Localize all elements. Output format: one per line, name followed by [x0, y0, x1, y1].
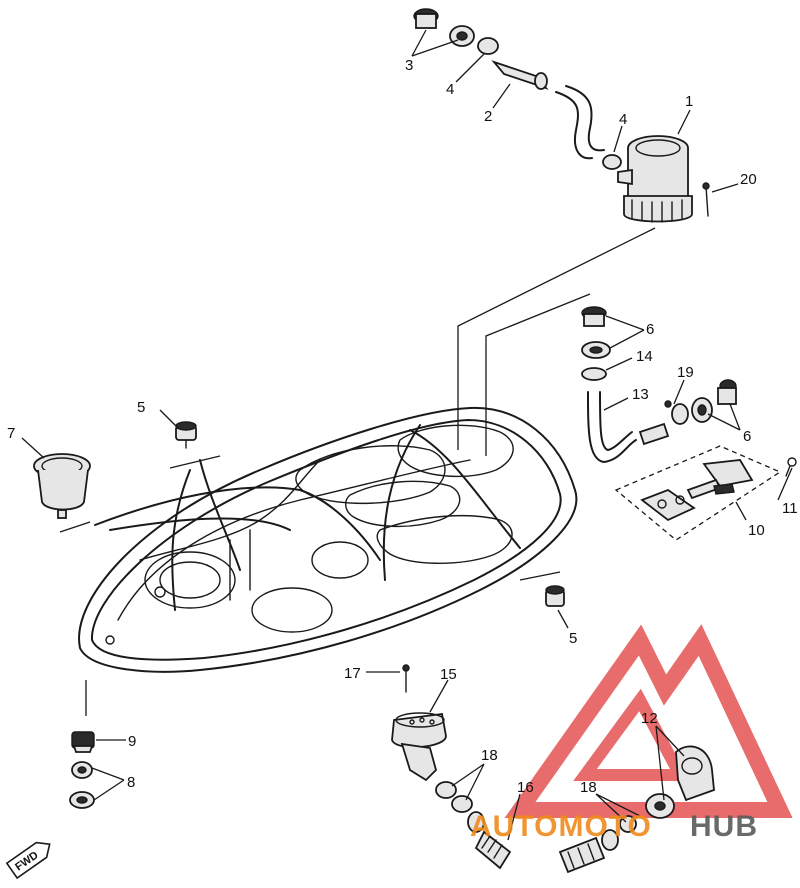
callout-9: 9 — [128, 733, 136, 750]
callout-10: 10 — [748, 522, 765, 539]
drain-plug-9 — [71, 731, 95, 753]
callout-15: 15 — [440, 666, 457, 683]
strainer-15 — [391, 712, 447, 782]
callout-19: 19 — [677, 364, 694, 381]
callout-3: 3 — [405, 57, 413, 74]
fitting-6-upper — [581, 306, 611, 359]
hull-mount-lines — [59, 455, 561, 716]
pump-leader-line — [457, 227, 656, 450]
callout-4a: 4 — [446, 81, 454, 98]
watermark-text: AUTOMOTO HUB — [470, 810, 758, 843]
cup-holder-7 — [33, 453, 91, 519]
pump-leader-line-2 — [485, 293, 591, 456]
callout-18b: 18 — [580, 779, 597, 796]
callout-16: 16 — [517, 779, 534, 796]
callout-6b: 6 — [743, 428, 751, 445]
valve-10 — [614, 445, 782, 541]
fitting-12 — [645, 745, 715, 819]
watermark-word-right: HUB — [690, 810, 758, 843]
boat-deck — [78, 406, 578, 673]
callout-7: 7 — [7, 425, 15, 442]
drain-housing-8 — [69, 761, 95, 809]
callout-18a: 18 — [481, 747, 498, 764]
callout-5b: 5 — [569, 630, 577, 647]
short-hose-2 — [491, 60, 549, 90]
callout-leaders — [21, 29, 793, 841]
callout-14: 14 — [636, 348, 653, 365]
bilge-pump — [617, 135, 693, 223]
clamp-14 — [581, 367, 607, 381]
screw-17 — [402, 664, 410, 693]
callout-6a: 6 — [646, 321, 654, 338]
callout-13: 13 — [632, 386, 649, 403]
callout-11: 11 — [782, 500, 798, 517]
callout-5a: 5 — [137, 399, 145, 416]
pump-hose — [555, 85, 605, 160]
watermark-word-left: AUTOMOTO — [470, 810, 652, 843]
callout-12: 12 — [641, 710, 658, 727]
hose-13 — [587, 391, 670, 463]
fitting-19 — [664, 400, 689, 425]
callout-17: 17 — [344, 665, 361, 682]
screw-11 — [785, 457, 797, 477]
callout-labels: 1 2 3 4 4 20 6 14 13 19 6 11 10 5 7 5 17… — [7, 57, 798, 796]
watermark-logo — [504, 624, 793, 818]
hose-clamp-upper — [477, 37, 622, 170]
connector-18-left — [435, 781, 485, 833]
bellows-16 — [474, 829, 619, 874]
screw-20 — [702, 182, 710, 217]
fitting-3 — [413, 8, 475, 47]
callout-4b: 4 — [619, 111, 627, 128]
plug-5-lower — [545, 585, 565, 607]
callout-2: 2 — [484, 108, 492, 125]
forward-direction-badge: FWD — [5, 841, 51, 880]
callout-20: 20 — [740, 171, 757, 188]
callout-1: 1 — [685, 93, 693, 110]
fitting-6-right — [691, 379, 737, 423]
callout-8: 8 — [127, 774, 135, 791]
plug-5-upper — [175, 421, 197, 449]
